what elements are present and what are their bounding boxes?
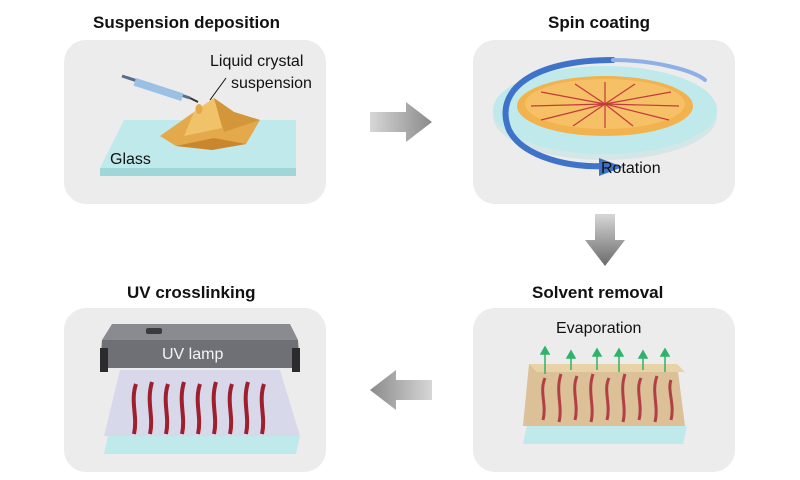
flow-arrow-down-icon (585, 214, 625, 266)
step-4-title: UV crosslinking (127, 283, 256, 302)
step-1-title: Suspension deposition (93, 13, 281, 32)
suspension-deposition-illustration (100, 74, 296, 176)
suspension-label-line-2: suspension (231, 75, 312, 92)
step-3-title: Solvent removal (532, 283, 664, 302)
flow-arrow-icon (370, 102, 432, 142)
solvent-removal-illustration (523, 345, 687, 444)
uv-crosslinking-illustration (100, 324, 300, 454)
radial-spread-arrows (530, 82, 680, 128)
uv-lamp-label: UV lamp (162, 346, 224, 363)
uv-lamp-icon (100, 324, 300, 372)
flow-arrow-left-icon (370, 370, 432, 410)
suspension-puddle (160, 98, 260, 150)
suspension-label-line-1: Liquid crystal (210, 53, 304, 70)
rotation-label: Rotation (601, 160, 661, 177)
dropper-icon (121, 74, 203, 114)
step-2-title: Spin coating (548, 13, 650, 32)
spin-coating-illustration (493, 57, 717, 176)
crosslinked-fibers (131, 381, 266, 435)
glass-label: Glass (110, 151, 151, 168)
evaporation-label: Evaporation (556, 320, 642, 337)
rotation-arrow-icon (502, 57, 707, 176)
fibers (541, 373, 674, 423)
evaporation-arrows-icon (539, 345, 671, 374)
